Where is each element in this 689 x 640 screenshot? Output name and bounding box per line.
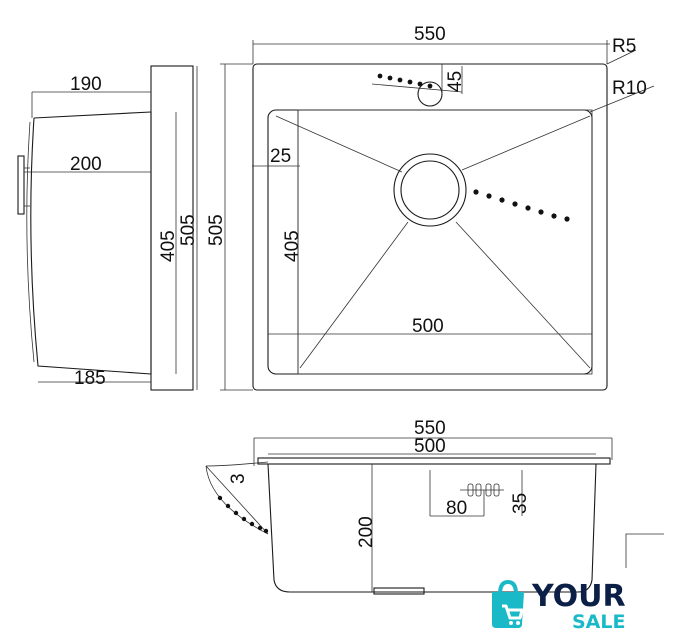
dim-side-bottom-depth: 185 (74, 368, 106, 389)
dim-overflow-height: 35 (510, 493, 531, 514)
dim-side-top-depth: 190 (70, 74, 102, 95)
shopping-bag-icon (492, 579, 524, 628)
dim-bowl-length: 405 (282, 230, 303, 262)
dim-front-inner-width: 500 (414, 436, 446, 457)
dim-side-bowl-length: 405 (158, 230, 179, 262)
logo-word-top: YOUR (531, 579, 626, 614)
dim-bowl-width: 500 (412, 316, 444, 337)
dim-overflow-width: 80 (446, 498, 467, 519)
your-sale-logo: YOUR SALE (492, 579, 626, 633)
dim-bowl-depth: 200 (356, 516, 377, 548)
dim-front-outer-width: 550 (414, 418, 446, 439)
dotted-accessory-marks (377, 73, 570, 222)
dim-flange-width: 25 (270, 146, 291, 167)
dim-side-mid-depth: 200 (70, 154, 102, 175)
side-view: 190 200 185 405 505 (17, 65, 199, 391)
front-view: 550 500 200 80 35 3 (205, 418, 664, 595)
dim-overall-length: 505 (206, 214, 227, 246)
dim-corner-radius-inner: R10 (612, 78, 647, 99)
dim-top-width-outer: 550 (414, 24, 446, 45)
dim-corner-radius-outer: R5 (612, 36, 636, 57)
dim-flange-thickness: 3 (228, 473, 249, 484)
dim-tap-hole-offset: 45 (445, 71, 466, 92)
logo-word-bottom: SALE (572, 611, 625, 633)
top-view: 550 R5 R10 45 25 405 500 505 (206, 24, 655, 391)
dim-side-overall-length: 505 (178, 214, 199, 246)
